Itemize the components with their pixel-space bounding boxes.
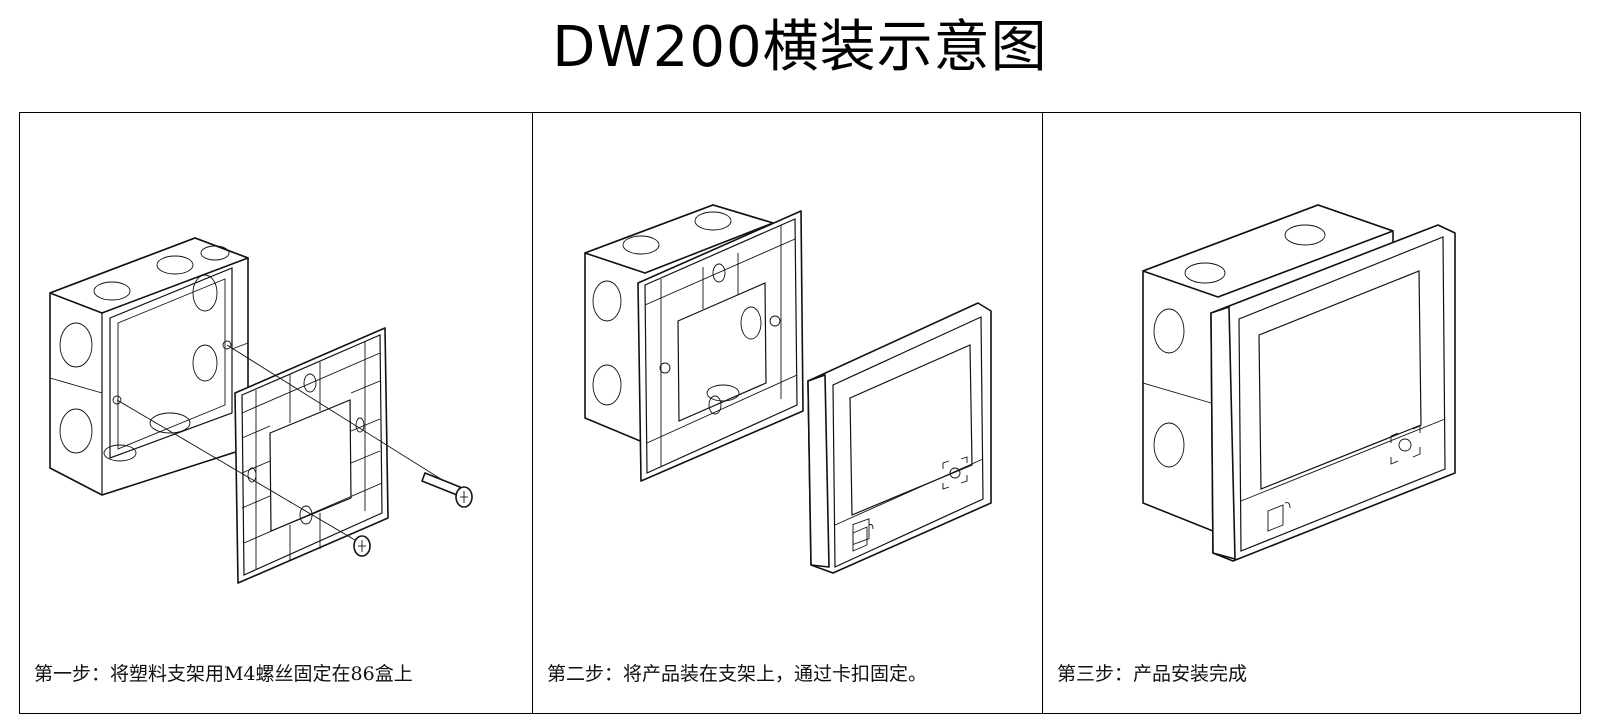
face-recognition-icon <box>942 456 968 490</box>
face-recognition-icon <box>1390 425 1421 465</box>
step-2-panel: 第二步：将产品装在支架上，通过卡扣固定。 <box>532 113 1042 713</box>
junction-box-86 <box>49 237 249 496</box>
step-3-panel: 第三步：产品安装完成 <box>1042 113 1582 713</box>
dw200-installed <box>1210 224 1456 562</box>
step-1-panel: 第一步：将塑料支架用M4螺丝固定在86盒上 <box>20 113 532 713</box>
nfc-card-icon <box>852 524 874 552</box>
step-2-illustration <box>584 204 992 574</box>
junction-box-with-bracket <box>584 204 804 482</box>
plastic-bracket <box>234 327 389 584</box>
nfc-card-icon <box>1267 502 1291 532</box>
page-title: DW200横装示意图 <box>552 15 1048 80</box>
step-3-caption: 第三步：产品安装完成 <box>1057 663 1248 685</box>
m4-screws <box>116 344 473 557</box>
step-1-illustration <box>49 237 473 584</box>
step-3-illustration <box>1142 204 1456 562</box>
dw200-device <box>807 302 992 574</box>
step-2-caption: 第二步：将产品装在支架上，通过卡扣固定。 <box>547 663 928 685</box>
step-1-caption: 第一步：将塑料支架用M4螺丝固定在86盒上 <box>34 663 413 685</box>
steps-frame: 第一步：将塑料支架用M4螺丝固定在86盒上 <box>19 112 1581 714</box>
